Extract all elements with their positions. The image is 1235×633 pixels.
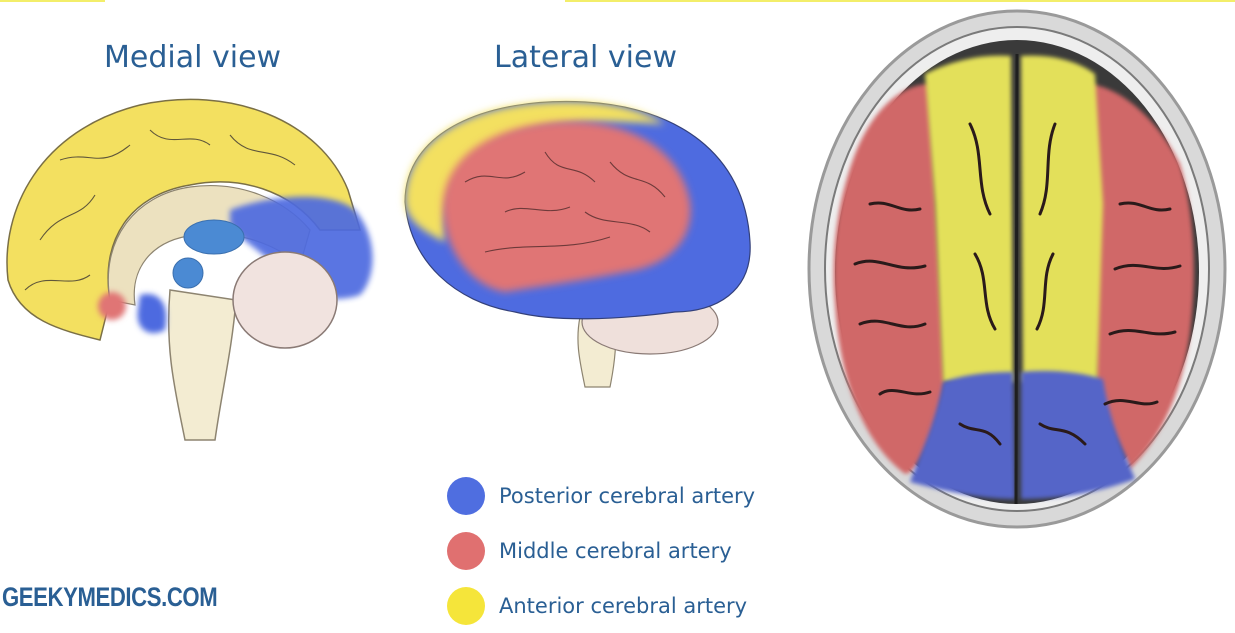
legend-item-aca: Anterior cerebral artery: [447, 578, 755, 633]
mca-territory-lateral: [442, 121, 691, 292]
lateral-sulci: [464, 151, 666, 253]
temporal-pole-blue: [137, 294, 167, 334]
midbrain-spot: [172, 257, 204, 289]
cerebellum-medial: [232, 251, 338, 349]
aca-territory-lateral: [405, 101, 665, 242]
legend-label-pca: Posterior cerebral artery: [499, 483, 756, 508]
legend-item-mca: Middle cerebral artery: [447, 523, 755, 578]
medial-view-title: Medial view: [104, 40, 282, 75]
legend-swatch-mca: [447, 531, 485, 570]
legend-swatch-pca: [447, 476, 485, 515]
brainstem: [167, 289, 237, 441]
legend-swatch-aca: [447, 586, 485, 625]
scan-aca-right: [1021, 55, 1103, 385]
scan-pca-left: [910, 372, 1015, 499]
scan-sulci: [853, 122, 1182, 446]
pca-territory-medial: [230, 196, 373, 299]
legend: Posterior cerebral artery Middle cerebra…: [447, 468, 755, 633]
scan-midline-fissure: [1014, 53, 1019, 505]
lateral-view-title: Lateral view: [494, 40, 677, 75]
legend-label-aca: Anterior cerebral artery: [499, 593, 748, 618]
medial-gyri: [24, 129, 296, 291]
legend-item-pca: Posterior cerebral artery: [447, 468, 755, 523]
top-border-left: [0, 0, 105, 2]
medial-brain-diagram: [6, 98, 373, 441]
lateral-brain-diagram: [404, 100, 751, 388]
legend-label-mca: Middle cerebral artery: [499, 538, 732, 563]
thalamus-spot: [183, 219, 245, 255]
temporal-pole-red: [98, 292, 126, 320]
axial-mri-scan: [807, 9, 1227, 529]
brand-logo-text: GEEKYMEDICS.COM: [2, 582, 218, 612]
top-border-right: [565, 0, 1235, 2]
scan-mca-right: [1085, 84, 1194, 469]
scan-aca-left: [925, 55, 1013, 385]
scan-mca-left: [833, 84, 945, 474]
